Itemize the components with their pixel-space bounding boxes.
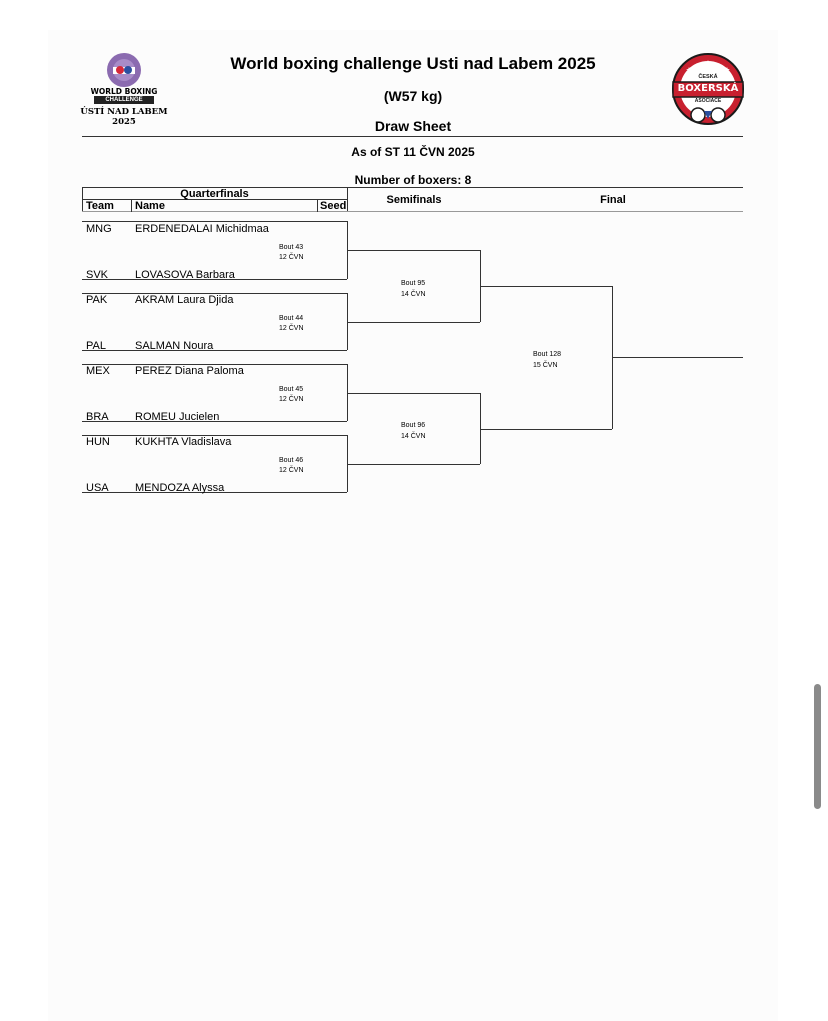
bout-date: 12 ČVN: [279, 467, 304, 474]
boxer-name: LOVASOVA Barbara: [135, 269, 235, 281]
logo-line-3: ÚSTÍ NAD LABEM: [80, 107, 168, 117]
table-header-mid: [82, 199, 347, 200]
bout-number: Bout 43: [279, 244, 304, 251]
boxer-team: PAL: [86, 340, 106, 352]
sf-top-line: [347, 393, 480, 394]
boxer-name: AKRAM Laura Djida: [135, 294, 234, 306]
table-header-qf-right: [347, 187, 348, 212]
boxer-name: ROMEU Jucielen: [135, 411, 220, 423]
semifinals-header: Semifinals: [386, 194, 442, 206]
boxer-team: USA: [86, 482, 109, 494]
boxer-team: MNG: [86, 223, 112, 235]
weight-class: (W57 kg): [383, 88, 443, 104]
bout-label: Bout 43 12 ČVN: [279, 243, 304, 263]
bout-number: Bout 46: [279, 457, 304, 464]
boxer-name: PEREZ Diana Paloma: [135, 365, 244, 377]
table-header-top: [82, 187, 743, 188]
qf-right-line: [347, 435, 348, 492]
boxer-name: ERDENEDALAI Michidmaa: [135, 223, 269, 235]
sheet-type: Draw Sheet: [374, 118, 452, 134]
bout-date: 14 ČVN: [401, 291, 426, 298]
bout-label: Bout 45 12 ČVN: [279, 385, 304, 405]
header-divider: [82, 136, 743, 137]
bout-label: Bout 96 14 ČVN: [401, 420, 426, 442]
bout-date: 12 ČVN: [279, 254, 304, 261]
seed-header: Seed: [320, 200, 347, 212]
vertical-scrollbar-thumb[interactable]: [814, 684, 821, 809]
bout-number: Bout 96: [401, 422, 426, 429]
federation-top-text: ČESKÁ: [698, 74, 718, 80]
qf-right-line: [347, 364, 348, 421]
bout-number: Bout 128: [533, 351, 562, 358]
federation-logo: ČESKÁ BOXERSKÁ ASOCIACE: [671, 53, 745, 129]
qf-bottom-line: [82, 492, 347, 493]
final-bottom-line: [480, 429, 612, 430]
sf-bottom-line: [347, 464, 480, 465]
table-header-bottom: [82, 211, 743, 212]
bout-date: 14 ČVN: [401, 433, 426, 440]
boxer-team: BRA: [86, 411, 109, 423]
draw-sheet-page: [48, 30, 778, 1021]
sf-bottom-line: [347, 322, 480, 323]
qf-top-line: [82, 364, 347, 365]
bout-number: Bout 45: [279, 386, 304, 393]
boxer-team: HUN: [86, 436, 110, 448]
qf-top-line: [82, 435, 347, 436]
glove-emblem-icon: [107, 53, 141, 87]
boxer-name: MENDOZA Alyssa: [135, 482, 225, 494]
bout-date: 15 ČVN: [533, 362, 558, 369]
bout-number: Bout 44: [279, 315, 304, 322]
final-header: Final: [600, 194, 626, 206]
boxer-name: SALMAN Noura: [135, 340, 214, 352]
federation-bottom-text: ASOCIACE: [694, 98, 722, 104]
boxer-count: Number of boxers: 8: [354, 173, 472, 187]
qf-bottom-line: [82, 279, 347, 280]
sf-right-line: [480, 393, 481, 464]
bout-label: Bout 95 14 ČVN: [401, 278, 426, 300]
quarterfinals-header: Quarterfinals: [180, 188, 249, 200]
qf-right-line: [347, 293, 348, 350]
sf-top-line: [347, 250, 480, 251]
table-header-seed-sep: [317, 199, 318, 212]
boxer-name: KUKHTA Vladislava: [135, 436, 232, 448]
event-title: World boxing challenge Usti nad Labem 20…: [230, 54, 596, 73]
bout-label: Bout 46 12 ČVN: [279, 456, 304, 476]
winner-line: [612, 357, 743, 358]
bout-label: Bout 128 15 ČVN: [533, 349, 561, 371]
federation-main-text: BOXERSKÁ: [677, 83, 739, 94]
name-header: Name: [135, 200, 165, 212]
qf-bottom-line: [82, 350, 347, 351]
final-top-line: [480, 286, 612, 287]
event-logo: WORLD BOXING CHALLENGE ÚSTÍ NAD LABEM 20…: [80, 50, 168, 130]
logo-line-4: 2025: [112, 117, 136, 127]
bout-number: Bout 95: [401, 280, 426, 287]
boxer-team: PAK: [86, 294, 108, 306]
bout-date: 12 ČVN: [279, 396, 304, 403]
logo-line-1: WORLD BOXING: [90, 87, 158, 96]
team-header: Team: [86, 200, 114, 212]
federation-emblem-icon: [672, 53, 744, 125]
boxer-team: SVK: [86, 269, 109, 281]
qf-top-line: [82, 293, 347, 294]
qf-top-line: [82, 221, 347, 222]
boxer-team: MEX: [86, 365, 110, 377]
bout-label: Bout 44 12 ČVN: [279, 314, 304, 334]
logo-line-2: CHALLENGE: [94, 96, 154, 104]
bout-date: 12 ČVN: [279, 325, 304, 332]
qf-bottom-line: [82, 421, 347, 422]
table-header-team-sep: [131, 199, 132, 212]
as-of-date: As of ST 11 ČVN 2025: [351, 145, 475, 159]
